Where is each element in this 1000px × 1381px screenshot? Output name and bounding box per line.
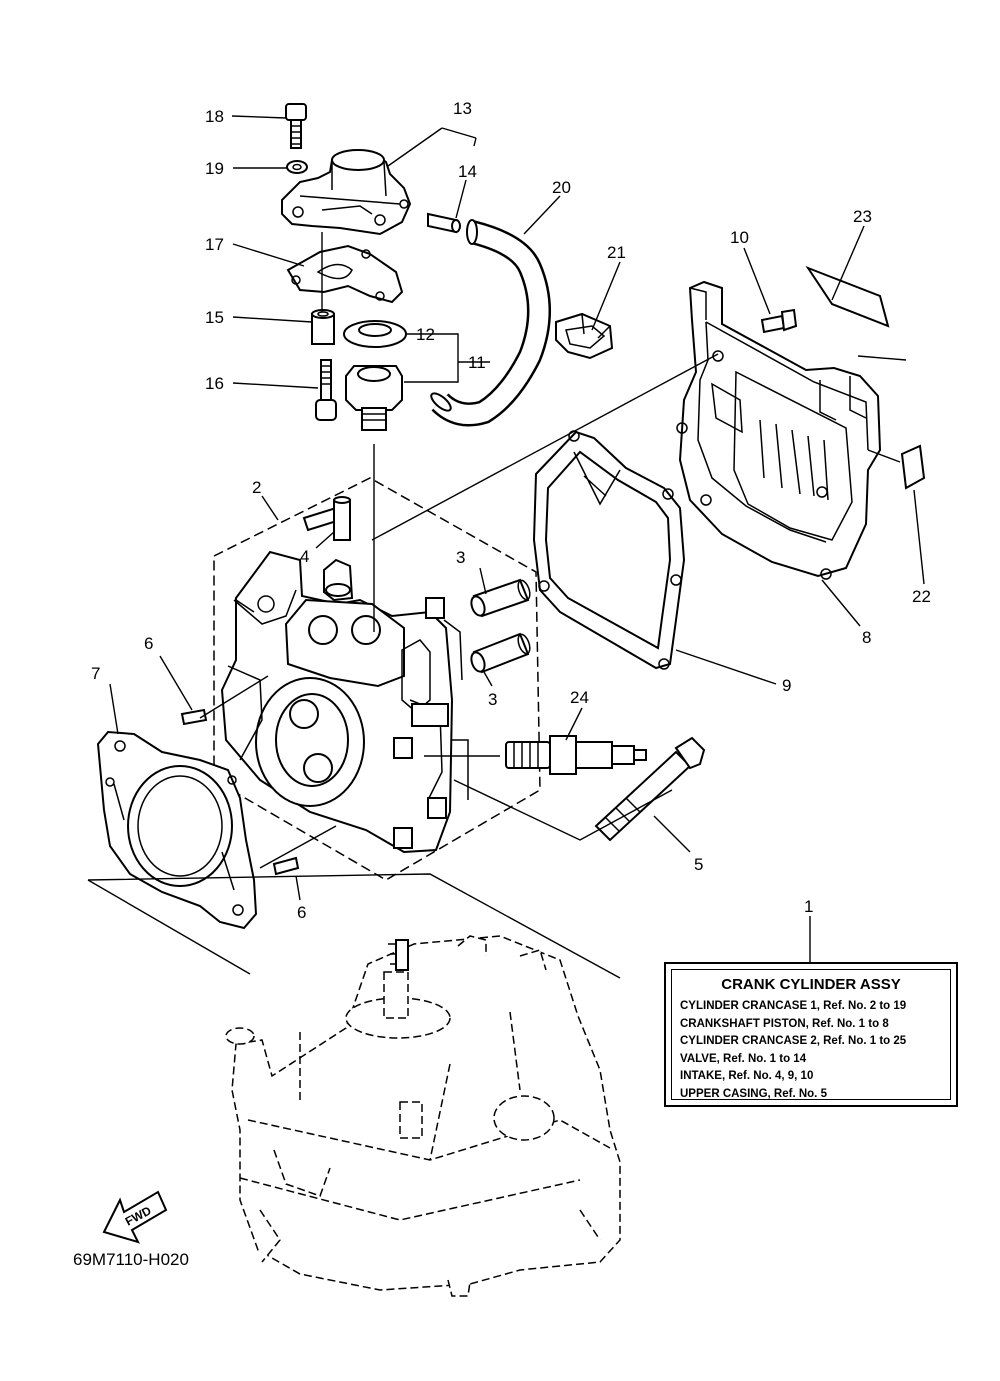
part-17-gasket bbox=[286, 244, 404, 304]
callout-14: 14 bbox=[458, 162, 477, 181]
part-10-bolt bbox=[760, 308, 798, 334]
part-23-label bbox=[805, 265, 890, 328]
part-9-gasket bbox=[532, 430, 686, 670]
callout-1: 1 bbox=[804, 897, 813, 916]
crankcase-block bbox=[87, 873, 621, 1297]
part-3-valve-guide-upper bbox=[470, 578, 531, 618]
callout-4: 4 bbox=[300, 547, 309, 566]
part-7-head-gasket bbox=[96, 730, 258, 930]
assembly-line: CYLINDER CRANCASE 1, Ref. No. 2 to 19 bbox=[680, 1000, 907, 1012]
part-20-hose bbox=[430, 219, 551, 427]
callout-13: 13 bbox=[453, 99, 472, 118]
callout-5: 5 bbox=[694, 855, 703, 874]
callout-12: 12 bbox=[416, 325, 435, 344]
callouts: 18 19 13 14 20 17 21 10 23 15 12 11 16 2… bbox=[91, 99, 931, 922]
part-16-bolt bbox=[315, 359, 337, 421]
part-8-cylinder-head-cover bbox=[676, 280, 882, 580]
callout-6-lower: 6 bbox=[297, 903, 306, 922]
fwd-arrow-icon: FWD bbox=[102, 1190, 168, 1244]
callout-16: 16 bbox=[205, 374, 224, 393]
callout-18: 18 bbox=[205, 107, 224, 126]
part-24-spark-plug bbox=[505, 735, 647, 775]
catalog-code: 69M7110-H020 bbox=[73, 1250, 189, 1269]
part-6-dowel-lower bbox=[272, 856, 300, 876]
callout-8: 8 bbox=[862, 628, 871, 647]
assembly-info-inner: CRANK CYLINDER ASSY CYLINDER CRANCASE 1,… bbox=[671, 969, 951, 1100]
callout-20: 20 bbox=[552, 178, 571, 197]
callout-22: 22 bbox=[912, 587, 931, 606]
part-4-fitting bbox=[302, 496, 351, 541]
assembly-line: CYLINDER CRANCASE 2, Ref. No. 1 to 25 bbox=[680, 1035, 907, 1047]
part-18-bolt bbox=[285, 103, 307, 149]
part-2-cylinder-head bbox=[220, 550, 469, 854]
callout-15: 15 bbox=[205, 308, 224, 327]
assembly-line: VALVE, Ref. No. 1 to 14 bbox=[680, 1052, 807, 1065]
callout-3-lower: 3 bbox=[488, 690, 497, 709]
callout-7: 7 bbox=[91, 664, 100, 683]
callout-9: 9 bbox=[782, 676, 791, 695]
part-13-thermostat-cover bbox=[281, 149, 412, 236]
callout-21: 21 bbox=[607, 243, 626, 262]
assembly-title: CRANK CYLINDER ASSY bbox=[721, 976, 901, 993]
assembly-line: UPPER CASING, Ref. No. 5 bbox=[680, 1087, 827, 1100]
part-11-thermostat bbox=[345, 365, 403, 431]
assembly-line: INTAKE, Ref. No. 4, 9, 10 bbox=[680, 1070, 814, 1082]
callout-11: 11 bbox=[468, 353, 486, 372]
part-19-washer bbox=[286, 160, 308, 174]
part-22-label bbox=[900, 444, 926, 490]
callout-2: 2 bbox=[252, 478, 261, 497]
part-21-clip bbox=[555, 312, 614, 360]
part-6-dowel-upper bbox=[180, 708, 208, 726]
part-3-valve-guide-lower bbox=[470, 632, 531, 674]
callout-23: 23 bbox=[853, 207, 872, 226]
assembly-info-box: CRANK CYLINDER ASSY CYLINDER CRANCASE 1,… bbox=[664, 962, 958, 1107]
callout-17: 17 bbox=[205, 235, 224, 254]
leader-lines bbox=[109, 115, 925, 962]
callout-3-upper: 3 bbox=[456, 548, 465, 567]
callout-6-upper: 6 bbox=[144, 634, 153, 653]
part-15-collar bbox=[311, 309, 335, 345]
part-12-seal bbox=[343, 320, 407, 348]
part-14-fitting bbox=[427, 212, 461, 234]
callout-24: 24 bbox=[570, 688, 589, 707]
callout-10: 10 bbox=[730, 228, 749, 247]
assembly-line: CRANKSHAFT PISTON, Ref. No. 1 to 8 bbox=[680, 1017, 889, 1030]
callout-19: 19 bbox=[205, 159, 224, 178]
